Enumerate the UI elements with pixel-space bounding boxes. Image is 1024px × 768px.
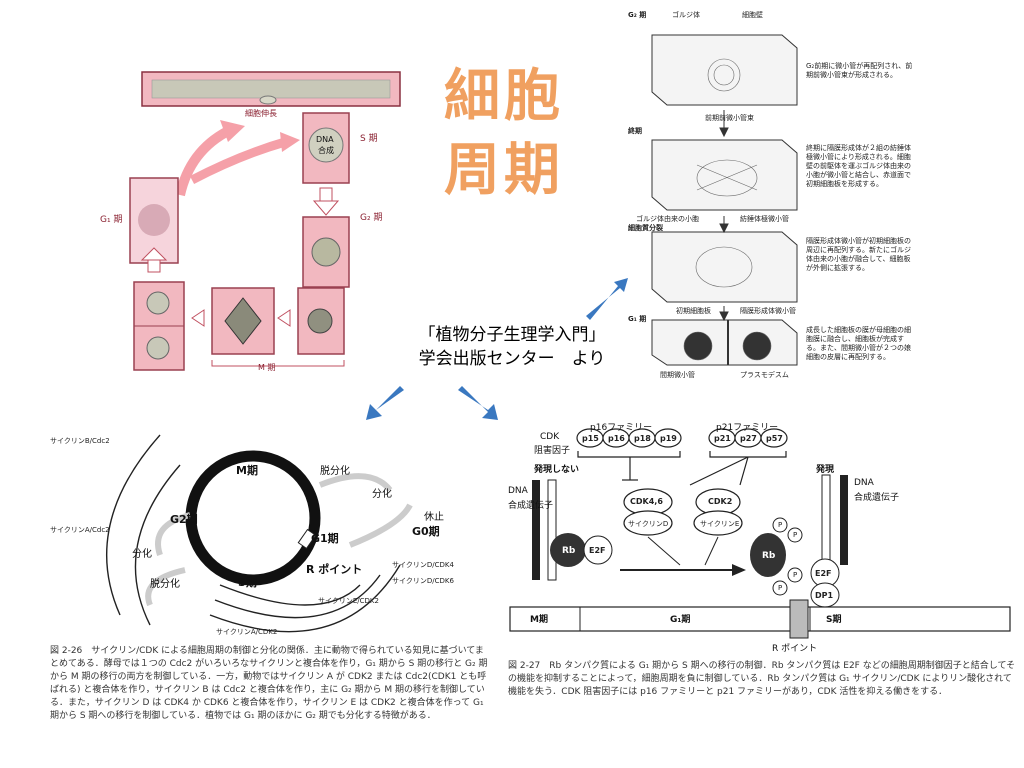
g1-phase-label: G₁ 期 [100, 215, 123, 225]
cw-g1-text: 成長した細胞板の膜が母細胞の細胞膜に融合し、細胞板が完成する。また、間期微小管が… [806, 326, 911, 361]
cyclin-d: サイクリンD [628, 520, 669, 528]
dna-gene-right-1: DNA [854, 478, 874, 488]
p21-family-label: p21ファミリー [716, 423, 779, 433]
arrow-from-g1 [189, 137, 287, 184]
figure-2-26-caption: 図 2-26 サイクリン/CDK による細胞周期の制御と分化の関係．主に動物で得… [50, 646, 488, 721]
cdk-rest: 休止 [424, 512, 444, 523]
cdk-diff-left: 分化 [132, 549, 152, 560]
e2f-left: E2F [589, 546, 606, 555]
p-1: P [778, 521, 783, 529]
rb-right: Rb [762, 551, 776, 561]
cdk-r-point: R ポイント [306, 563, 363, 576]
cw-telophase-label: 終期 [628, 127, 642, 135]
cdk-dediff-top: 脱分化 [320, 466, 350, 477]
p-2: P [793, 531, 798, 539]
cell-cycle-color-diagram [129, 71, 401, 371]
dna-gene-right-2: 合成遺伝子 [854, 493, 900, 503]
cdk2: CDK2 [708, 497, 733, 506]
title-line-2: 周期 [444, 138, 564, 203]
cyclin-a-cdk2-label: サイクリンA/CDK2 [216, 628, 278, 636]
p27: p27 [740, 434, 757, 443]
no-expression: 発現しない [534, 465, 580, 475]
cw-telophase-text: 終期に隔膜形成体が２組の紡錘体極微小管により形成される。細胞壁の前駆体を運ぶゴル… [806, 144, 911, 188]
p18: p18 [634, 434, 651, 443]
cdk-dediff-bottom: 脱分化 [150, 579, 180, 590]
cytokinesis-diagram [651, 34, 798, 366]
dp1-right: DP1 [815, 591, 834, 600]
cyclin-d4-label: サイクリンD/CDK4 [392, 561, 454, 569]
dna-label: DNA [316, 135, 334, 144]
cw-g1-label: G₁ 期 [628, 315, 647, 323]
cdk-g1: G1期 [311, 532, 339, 545]
arrow-to-elongation [175, 125, 233, 197]
cw-spindle-mt: 紡錘体極微小管 [740, 215, 789, 223]
rb-left: Rb [562, 546, 576, 556]
p19: p19 [660, 434, 677, 443]
dna-gene-left-2: 合成遺伝子 [508, 501, 554, 511]
cw-phragmoplast-mt: 隔膜形成体微小管 [740, 307, 796, 315]
cdk-s-phase: S期 [238, 576, 257, 589]
rb-m-phase: M期 [530, 615, 548, 625]
prophase-cell [297, 287, 345, 355]
cw-golgi: ゴルジ体 [672, 11, 700, 19]
credit-line-1: 「植物分子生理学入門」 [418, 325, 606, 345]
m-phase-label: M 期 [258, 363, 276, 372]
e2f-right: E2F [815, 569, 832, 578]
arrow-down-left [366, 386, 404, 420]
elongation-label: 細胞伸長 [245, 109, 277, 118]
cw-cell-wall: 細胞壁 [742, 11, 763, 19]
expression: 発現 [816, 465, 835, 475]
arrow-down-right [458, 386, 498, 420]
cyclin-b-label: サイクリンB/Cdc2 [50, 437, 110, 445]
cw-g2-label: G₂ 期 [628, 11, 647, 19]
g2-phase-label: G₂ 期 [360, 213, 383, 223]
cdk-g2: G2期 [170, 513, 198, 526]
cycle-ring [185, 450, 321, 586]
p57: p57 [766, 434, 783, 443]
cw-early-plate: 初期細胞板 [676, 307, 711, 315]
cw-g2-text: G₂前期に微小管が再配列され、前期前微小管束が形成される。 [806, 62, 913, 79]
cw-cytokinesis-label: 細胞質分裂 [628, 224, 663, 232]
cyclin-d6-label: サイクリンD/CDK6 [392, 577, 454, 585]
cdk-inhibitor-2: 阻害因子 [534, 446, 571, 456]
synthesis-label: 合成 [318, 146, 334, 155]
rb-diagram [509, 428, 1011, 639]
cyclin-e-label: サイクリンE/CDK2 [318, 597, 379, 605]
cw-plasmodesma: プラスモデスム [740, 371, 789, 379]
cdk46: CDK4,6 [630, 497, 663, 506]
cdk-cycle-diagram [105, 434, 413, 633]
p15: p15 [582, 434, 599, 443]
p-3: P [793, 571, 798, 579]
rb-r-point: R ポイント [772, 644, 818, 654]
credit-line-2: 学会出版センター より [418, 349, 606, 369]
cdk-diff-right: 分化 [372, 489, 392, 500]
cw-golgi-vesicle: ゴルジ体由来の小胞 [636, 215, 699, 223]
p-4: P [778, 584, 783, 592]
p16: p16 [608, 434, 625, 443]
dna-gene-left-1: DNA [508, 486, 528, 496]
cdk-inhibitor-1: CDK [540, 432, 560, 442]
p16-family-label: p16ファミリー [590, 423, 653, 433]
p21: p21 [714, 434, 731, 443]
cw-preprophase: 前期前微小管束 [705, 114, 754, 122]
cdk-m-phase: M期 [236, 464, 258, 477]
rb-g1-phase: G₁期 [670, 615, 691, 625]
title-line-1: 細胞 [444, 64, 564, 129]
s-phase-label: S 期 [360, 134, 378, 144]
cw-cytokinesis-text: 隔膜形成体微小管が初期細胞板の周辺に再配列する。新たにゴルジ体由来の小胞が融合し… [806, 237, 911, 272]
cyclin-a-cdc2-label: サイクリンA/Cdc2 [50, 526, 110, 534]
cdk-g0: G0期 [412, 525, 440, 538]
figure-2-27-caption: 図 2-27 Rb タンパク質による G₁ 期から S 期への移行の制御．Rb … [508, 661, 1016, 697]
cw-interphase-mt: 間期微小管 [660, 371, 695, 379]
rb-s-phase: S期 [826, 615, 842, 625]
cyclin-e: サイクリンE [700, 520, 740, 528]
arrow-up-right [586, 278, 628, 320]
